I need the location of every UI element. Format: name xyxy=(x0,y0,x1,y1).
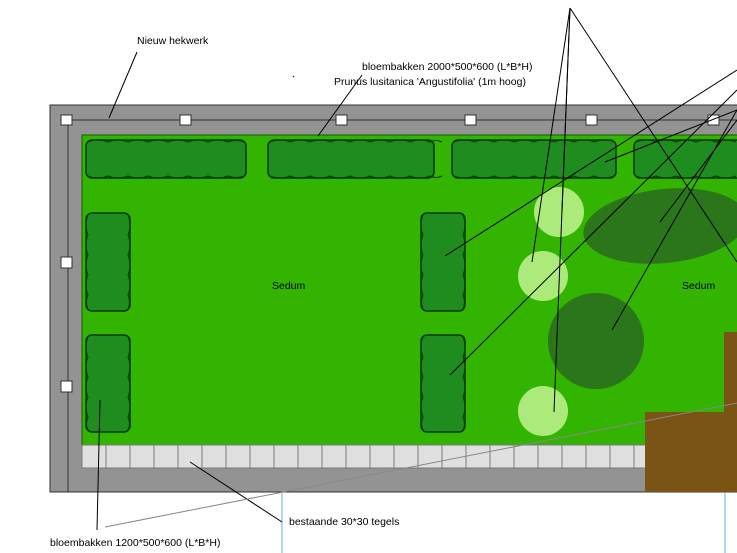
fence-post xyxy=(464,114,477,126)
paving-tile xyxy=(153,444,179,469)
paving-tile xyxy=(249,444,275,469)
paving-tile xyxy=(297,444,323,469)
label-planter-small: bloembakken 1200*500*600 (L*B*H) xyxy=(50,537,220,549)
label-planter-large: bloembakken 2000*500*600 (L*B*H) xyxy=(362,61,532,73)
paving-tile xyxy=(513,444,539,469)
paving-tile xyxy=(201,444,227,469)
tree-dark-oval xyxy=(583,188,737,264)
label-plant: Prunus lusitanica 'Angustifolia' (1m hoo… xyxy=(334,76,526,88)
wooden-deck xyxy=(645,412,737,492)
paving-tile xyxy=(129,444,155,469)
fence-post xyxy=(60,114,73,126)
paving-tile xyxy=(225,444,251,469)
paving-tile xyxy=(465,444,491,469)
label-fence: Nieuw hekwerk xyxy=(137,35,209,47)
planter-large-1 xyxy=(85,139,247,179)
paving-tile xyxy=(537,444,563,469)
tree-light xyxy=(518,386,568,436)
wooden-deck-strip xyxy=(724,332,737,412)
tree-light xyxy=(534,187,584,237)
paving-tile xyxy=(585,444,611,469)
tree-light xyxy=(518,251,568,301)
fence-post xyxy=(60,380,73,393)
label-sedum-right: Sedum xyxy=(682,280,716,292)
label-tiles: bestaande 30*30 tegels xyxy=(289,516,399,528)
paving-tile xyxy=(81,444,107,469)
paving-tile xyxy=(177,444,203,469)
fence-post xyxy=(179,114,192,126)
fence-post xyxy=(60,256,73,269)
sedum-area xyxy=(81,134,737,446)
fence-posts xyxy=(60,114,720,393)
planter-small-1 xyxy=(85,212,131,312)
paving-tile xyxy=(273,444,299,469)
tree-dark-round xyxy=(548,293,644,389)
fence-post xyxy=(707,114,720,126)
planter-small-4 xyxy=(420,334,466,433)
paving-tile xyxy=(489,444,515,469)
paving-tile xyxy=(609,444,635,469)
planter-large-2 xyxy=(267,139,443,179)
leader-line-light xyxy=(104,402,737,528)
paving-tile xyxy=(393,444,419,469)
paving-tile xyxy=(105,444,131,469)
fence-post xyxy=(585,114,598,126)
paving-tile xyxy=(369,444,395,469)
planter-small-3 xyxy=(420,212,466,312)
paving-tile xyxy=(561,444,587,469)
paving-tile xyxy=(321,444,347,469)
fence-post xyxy=(335,114,348,126)
planter-small-2 xyxy=(85,334,131,433)
label-sedum-left: Sedum xyxy=(272,280,306,292)
leader-lines xyxy=(96,7,737,531)
stray-mark xyxy=(292,75,295,78)
paving-tile xyxy=(345,444,371,469)
tile-row xyxy=(81,444,661,469)
planter-large-3 xyxy=(451,139,617,179)
planter-large-4 xyxy=(633,139,737,179)
